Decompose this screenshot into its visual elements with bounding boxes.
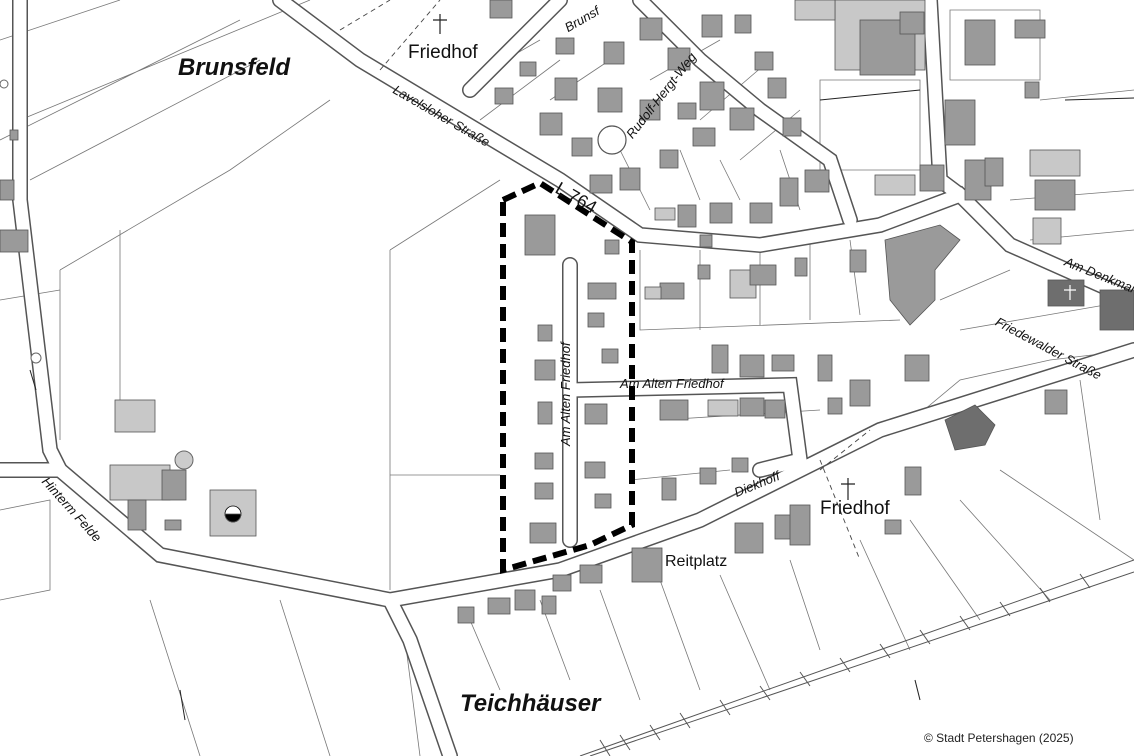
poi-label-friedhof-north: Friedhof xyxy=(408,42,478,63)
arrows xyxy=(29,89,1134,721)
place-label-brunsfeld: Brunsfeld xyxy=(178,54,291,81)
poi-label-friedhof-east: Friedhof xyxy=(820,498,890,519)
copyright-notice: © Stadt Petershagen (2025) xyxy=(924,731,1074,745)
map-symbols xyxy=(0,79,194,470)
street-label-am-alten-friedhof-vertical: Am Alten Friedhof xyxy=(558,342,573,446)
cross-symbols xyxy=(433,14,1076,500)
cemetery-boundaries xyxy=(339,0,871,561)
railway xyxy=(579,559,1134,756)
street-label-am-alten-friedhof-horizontal: Am Alten Friedhof xyxy=(620,376,724,391)
buildings xyxy=(0,0,1134,624)
place-label-teichhaeuser: Teichhäuser xyxy=(460,690,601,717)
plan-area-boundary xyxy=(500,179,635,574)
poi-label-reitplatz: Reitplatz xyxy=(665,553,728,570)
